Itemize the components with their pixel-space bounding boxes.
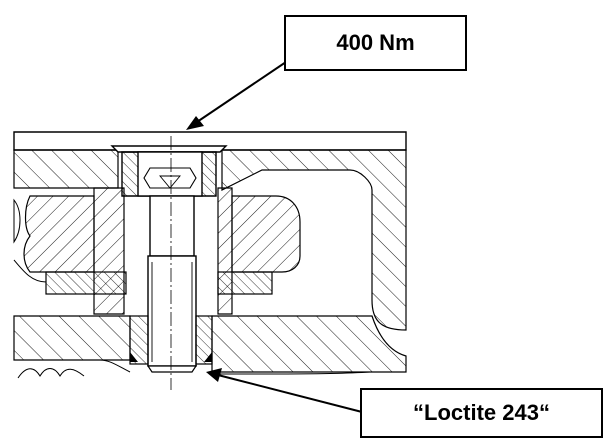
thread-locker-callout-box: “Loctite 243“	[360, 388, 603, 438]
bolt-shank	[146, 195, 198, 373]
left-flange	[13, 195, 95, 283]
housing-top-plate	[13, 131, 407, 331]
thread-locker-label: “Loctite 243“	[413, 400, 550, 425]
bushing	[93, 187, 233, 315]
break-line	[17, 368, 371, 379]
thread-insert	[129, 315, 213, 365]
lower-housing	[13, 315, 407, 373]
torque-callout-box: 400 Nm	[284, 15, 467, 71]
loctite-leader-arrow	[206, 368, 363, 413]
bolt-head	[110, 145, 228, 197]
torque-leader-arrow	[186, 61, 287, 130]
right-boss	[231, 195, 301, 273]
torque-label: 400 Nm	[336, 30, 415, 55]
